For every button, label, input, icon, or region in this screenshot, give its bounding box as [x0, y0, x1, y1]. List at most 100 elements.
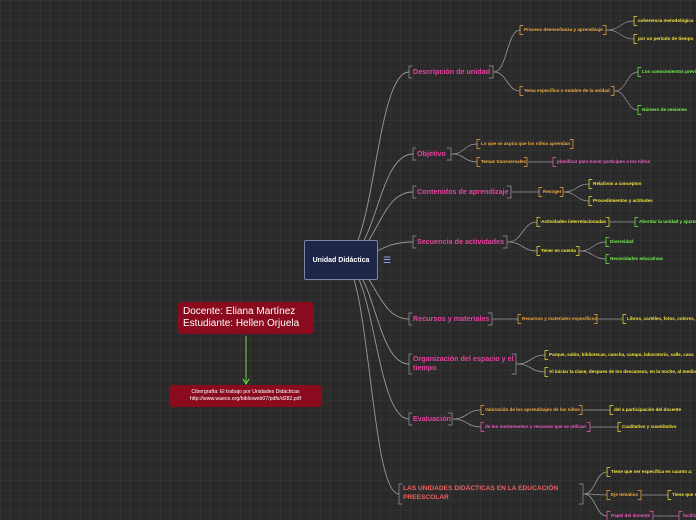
branch-3-child-1-leaf-2[interactable]: Procedimientos y actitudes: [593, 198, 653, 203]
connector-line: [493, 29, 521, 73]
connector-line: [536, 246, 541, 256]
connector-line: [649, 511, 654, 520]
connector-line: [606, 29, 635, 40]
branch-7-child-2-leaf-1[interactable]: Cualitativo y cuantitativo: [622, 424, 677, 429]
branch-1-child-1-leaf-2[interactable]: por un período de tiempo: [638, 36, 694, 41]
connector-line: [451, 153, 478, 163]
branch-6-child-2[interactable]: Al iniciar la clase, despues de los desc…: [549, 369, 696, 374]
branch-3[interactable]: Contenidos de aprendizaje: [417, 187, 509, 196]
connector-line: [602, 25, 607, 35]
connector-line: [412, 185, 417, 199]
connector-line: [606, 511, 611, 520]
branch-3-child-1-leaf-1[interactable]: Relativos a conceptos: [593, 181, 642, 186]
connector-line: [480, 422, 485, 432]
branch-8[interactable]: LAS UNIDADES DIDÁCTICAS EN LA EDUCACIÓN …: [403, 485, 559, 501]
connector-line: [593, 314, 598, 324]
branch-8-child-3-leaf-1[interactable]: facilitador: [683, 513, 696, 518]
branch-4-child-1-leaf-1[interactable]: Abordar la unidad y ajustarla: [639, 219, 696, 224]
branch-2[interactable]: Objetivo: [417, 149, 446, 158]
connector-line: [559, 187, 564, 197]
branch-2-child-2[interactable]: Temas transversales: [481, 159, 527, 164]
branch-4-child-1[interactable]: Actividades interrelacionadas: [541, 219, 607, 224]
connector-line: [519, 25, 524, 35]
connector-line: [578, 405, 583, 415]
connector-line: [506, 185, 512, 199]
branch-6-child-1[interactable]: Parque, salón, bibliotecas, cancha, camp…: [549, 352, 694, 357]
connector-line: [678, 511, 683, 520]
connector-line: [563, 183, 590, 193]
branch-7-child-1-leaf-1[interactable]: del a participación del docente: [614, 407, 682, 412]
branch-7-child-2[interactable]: de los instrumentos y recursos que se ut…: [485, 424, 587, 429]
connector-line: [451, 143, 478, 155]
branch-6[interactable]: Organización del espacio y el tiempo: [413, 354, 514, 372]
branch-1-child-1-leaf-1[interactable]: coherencia metodológica: [638, 18, 694, 23]
connector-line: [507, 221, 538, 243]
teacher-line: Docente: Eliana Martínez: [183, 306, 296, 317]
connector-line: [536, 217, 541, 227]
teacher-note[interactable]: Docente: Eliana Martínez Estudiante: Hel…: [178, 302, 314, 334]
branch-8-child-1[interactable]: Tiene que ser específica en cuanto a:: [611, 469, 693, 474]
connector-line: [622, 314, 627, 324]
connector-line: [446, 147, 452, 161]
connector-line: [412, 147, 417, 161]
branch-4-child-2-leaf-2[interactable]: Necesidades educativas: [610, 256, 664, 261]
connector-line: [569, 139, 574, 149]
connector-line: [606, 20, 635, 31]
branch-1-child-2-leaf-2[interactable]: Número de sesiones: [642, 107, 687, 112]
connector-line: [340, 71, 410, 261]
root-label: Unidad Didáctica: [312, 256, 370, 264]
connector-line: [488, 65, 494, 79]
citation-url: http://www.waece.org/biblioweb07/pdfs/d2…: [189, 396, 302, 402]
branch-1-child-2-leaf-1[interactable]: Los conocimientos previos: [642, 69, 696, 74]
branch-2-child-1[interactable]: Lo que se aspira que los niños aprendan: [481, 141, 571, 146]
hamburger-menu-icon[interactable]: ☰: [383, 255, 392, 265]
root-node[interactable]: Unidad Didáctica: [304, 240, 378, 280]
connector-line: [408, 65, 413, 79]
branch-5-child-1[interactable]: Recursos y materiales específicos: [522, 316, 598, 321]
branch-8-child-3[interactable]: Papel del docente: [611, 513, 651, 518]
branch-4-child-2[interactable]: Tener en cuenta: [541, 248, 576, 253]
connector-line: [575, 246, 580, 256]
connector-line: [588, 196, 593, 206]
connector-line: [583, 493, 608, 517]
connector-line: [610, 86, 615, 96]
citation-title: Cibergrafía: El trabajo por Unidades Did…: [191, 389, 300, 395]
branch-4[interactable]: Secuencia de actividades: [417, 237, 505, 246]
connector-line: [605, 254, 610, 264]
connector-line: [637, 105, 642, 115]
branch-3-child-1[interactable]: Recoger: [543, 189, 562, 194]
connector-line: [517, 314, 522, 324]
connector-line: [447, 412, 453, 426]
branch-1[interactable]: Descripción de unidad: [413, 67, 491, 76]
branch-8-child-2[interactable]: Eje temático: [611, 492, 639, 497]
branch-5[interactable]: Recursos y materiales: [413, 314, 490, 323]
connector-line: [476, 157, 481, 167]
branch-1-child-2[interactable]: Tema específico o nombre de la unidad: [524, 88, 610, 93]
connector-line: [340, 259, 400, 495]
branch-8-child-2-leaf-1[interactable]: Tiene que ser: [672, 492, 696, 497]
connector-line: [583, 471, 608, 495]
connector-line: [544, 350, 549, 360]
connector-line: [408, 412, 413, 426]
branch-2-child-2-leaf-1[interactable]: planificar para hacer participes a los n…: [557, 159, 651, 164]
connector-line: [452, 409, 482, 420]
branch-4-child-2-leaf-1[interactable]: Diversidad: [610, 239, 634, 244]
branch-5-child-1-leaf-1[interactable]: Libros, cartéles, fotos, colores, etc: [627, 316, 696, 321]
connector-line: [579, 250, 607, 260]
connector-line: [633, 16, 638, 26]
connector-line: [519, 86, 524, 96]
connector-line: [340, 259, 410, 420]
branch-1-child-1[interactable]: Proceso deenseñanza y aprendizaje: [524, 27, 603, 32]
connector-line: [586, 422, 591, 432]
connector-line: [614, 71, 639, 92]
student-line: Estudiante: Hellen Orjuela: [183, 318, 300, 329]
connector-line: [480, 405, 485, 415]
connector-line: [412, 235, 417, 249]
citation-note[interactable]: Cibergrafía: El trabajo por Unidades Did…: [169, 385, 322, 407]
connector-line: [606, 490, 611, 500]
connector-line: [563, 191, 590, 202]
connector-line: [408, 312, 413, 326]
connector-line: [452, 418, 482, 428]
branch-7-child-1[interactable]: Valoración de los aprendizajes de los ni…: [485, 407, 580, 412]
branch-7[interactable]: Evaluación: [413, 414, 451, 423]
